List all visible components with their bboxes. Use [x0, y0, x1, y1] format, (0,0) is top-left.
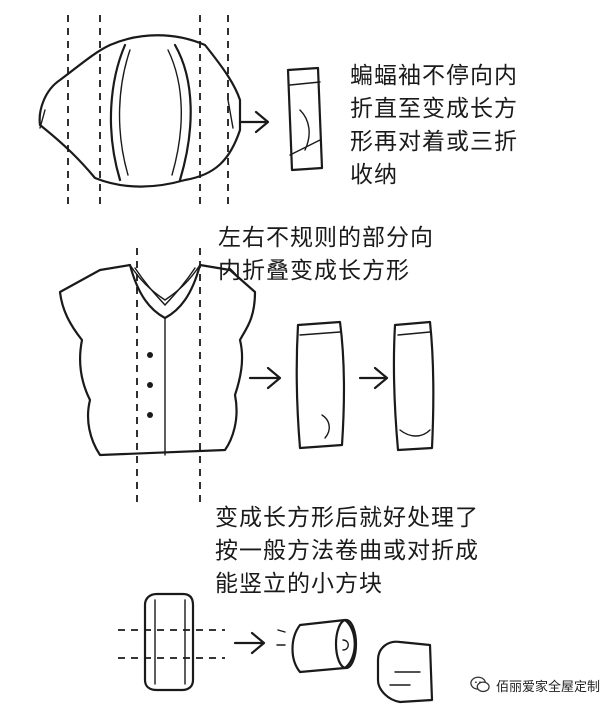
rectangle-block-drawing: [118, 592, 225, 692]
folded-rectangle-2b: [392, 320, 435, 452]
batwing-sweater-drawing: [38, 15, 242, 205]
step-1-caption: 蝙蝠袖不停向内 折直至变成长方 形再对着或三折 收纳: [350, 63, 518, 188]
right-arrow-icon: [233, 631, 266, 655]
folded-rectangle-1: [286, 66, 324, 172]
right-arrow-icon: [358, 366, 389, 390]
wechat-icon: [470, 676, 490, 693]
vest-drawing: [58, 248, 257, 505]
step-3-caption: 变成长方形后就好处理了 按一般方法卷曲或对折成 能竖立的小方块: [215, 505, 479, 597]
watermark: 佰丽爱家全屋定制: [470, 672, 600, 698]
watermark-text: 佰丽爱家全屋定制: [495, 679, 600, 695]
folded-block-drawing: [376, 640, 434, 704]
rolled-item-drawing: [276, 618, 358, 674]
right-arrow-icon: [238, 110, 270, 134]
folded-rectangle-2a: [295, 320, 346, 450]
right-arrow-icon: [248, 366, 282, 390]
step-2-caption: 左右不规则的部分向 内折叠变成长方形: [218, 225, 434, 284]
